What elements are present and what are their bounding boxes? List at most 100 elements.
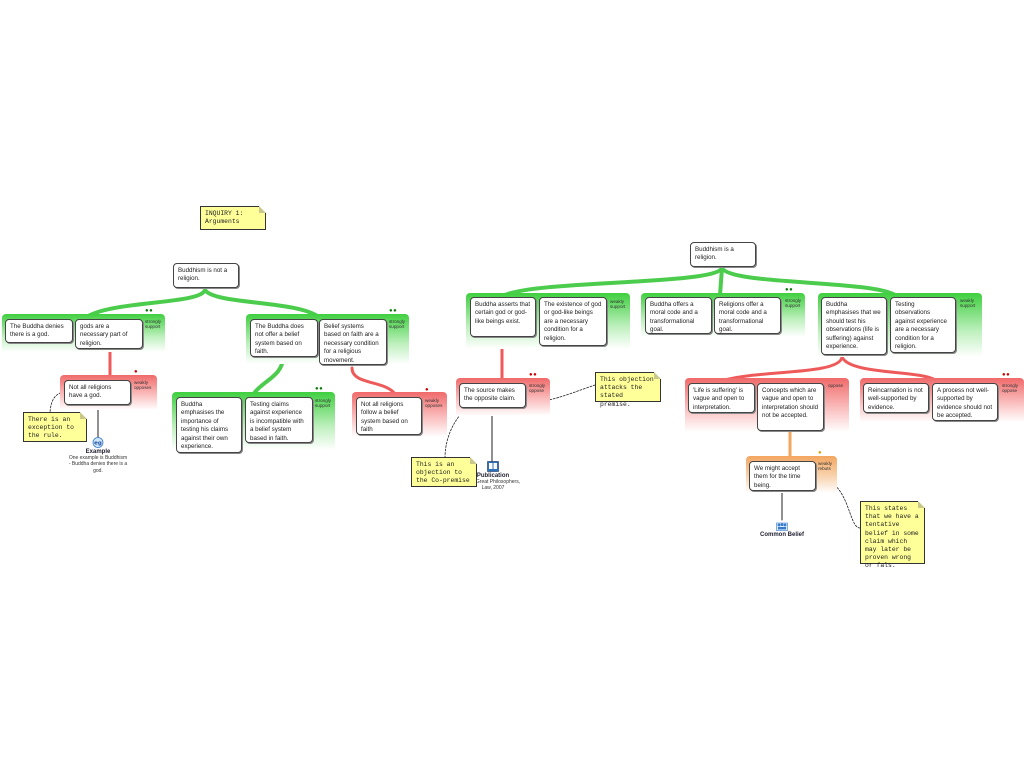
left-note-exception-text: There is an exception to the rule. (28, 416, 75, 440)
left-example-title: Example (85, 449, 111, 455)
right-rebut-1-tag: weakly rebuts (818, 461, 833, 472)
right-support-3-tag: weakly support (960, 298, 976, 309)
right-support-3-premise-text: Buddha emphasises that we should test hi… (826, 301, 881, 351)
right-note-stated[interactable]: This objection attacks the stated premis… (595, 372, 661, 408)
right-note-tentative[interactable]: This states that we have a tentative bel… (860, 501, 925, 569)
connector-right-claim-g2 (718, 266, 724, 297)
note-link-stated (547, 384, 596, 401)
right-oppose-1-premise[interactable]: The source makes the opposite claim. (459, 383, 526, 408)
left-support-1-premise-text: The Buddha denies there is a god. (10, 323, 64, 339)
right-oppose-2-copremise[interactable]: Concepts which are vague and open to int… (757, 383, 824, 431)
left-oppose-2-premise-text: Not all religions follow a belief system… (361, 401, 408, 434)
right-claim-text: Buddhism is a religion. (695, 246, 734, 262)
left-support-1-strength: ●● (145, 308, 154, 314)
right-common-belief-title: Common Belief (759, 532, 804, 538)
right-rebut-1-premise-text: We might accept them for the time being. (754, 465, 801, 489)
left-claim[interactable]: Buddhism is not a religion. (173, 263, 239, 288)
left-support-2-premise[interactable]: The Buddha does not offer a belief syste… (250, 319, 318, 357)
left-support-1-tag: strongly support (145, 319, 162, 330)
right-support-1-copremise-text: The existence of god or god-like beings … (544, 301, 602, 342)
left-oppose-1-strength: ● (134, 369, 139, 375)
book-icon (487, 461, 499, 472)
left-example-resource[interactable]: eg Example One example is Buddhism - Bud… (68, 437, 128, 474)
connector-right-claim-g1 (503, 266, 724, 297)
left-oppose-2-tag: weakly opposes (425, 398, 443, 409)
connector-left-claim-g1 (83, 288, 207, 320)
connector-right-r3 (840, 355, 937, 382)
right-note-stated-text: This objection attacks the stated premis… (600, 376, 654, 408)
connector-right-claim-g3 (720, 266, 897, 297)
left-oppose-1-premise[interactable]: Not all religions have a god. (64, 380, 131, 405)
left-support-2-premise-text: The Buddha does not offer a belief syste… (255, 323, 304, 356)
left-support-3-tag: strongly support (315, 398, 332, 409)
right-note-tentative-text: This states that we have a tentative bel… (865, 505, 919, 570)
inquiry-title: INQUIRY 1: (205, 210, 244, 217)
left-support-2-copremise[interactable]: Belief systems based on faith are a nece… (319, 319, 387, 365)
right-claim[interactable]: Buddhism is a religion. (690, 242, 756, 267)
right-publication-resource[interactable]: Publication The Great Philosophers, Law,… (463, 461, 523, 492)
example-icon: eg (92, 437, 104, 448)
right-oppose-3-copremise[interactable]: A process not well-supported by evidence… (932, 383, 998, 421)
right-oppose-2-premise[interactable]: 'Life is suffering' is vague and open to… (688, 383, 755, 413)
left-support-3-copremise[interactable]: Testing claims against experience is inc… (245, 397, 313, 443)
right-oppose-2-tag: oppose (828, 383, 844, 388)
right-support-1-tag: weakly support (610, 299, 626, 310)
right-oppose-2-premise-text: 'Life is suffering' is vague and open to… (693, 387, 745, 411)
left-oppose-2-premise[interactable]: Not all religions follow a belief system… (356, 397, 422, 435)
right-support-1-premise-text: Buddha asserts that certain god or god-l… (475, 301, 531, 325)
connector-left-claim-g2 (203, 288, 322, 320)
left-claim-text: Buddhism is not a religion. (178, 267, 228, 283)
crowd-icon (776, 522, 788, 531)
left-support-2-copremise-text: Belief systems based on faith are a nece… (324, 323, 379, 364)
right-support-3-copremise-text: Testing observations against experience … (895, 301, 947, 351)
right-support-2-copremise[interactable]: Religions offer a moral code and a trans… (714, 297, 781, 334)
svg-text:eg: eg (94, 441, 102, 447)
right-note-copremise[interactable]: This is an objection to the Co-premise (411, 457, 477, 487)
right-support-3-premise[interactable]: Buddha emphasises that we should test hi… (821, 297, 887, 355)
right-support-2-tag: strongly support (785, 298, 802, 309)
connector-left-r2 (350, 366, 397, 396)
right-oppose-1-strength: ●● (529, 372, 538, 378)
right-rebut-1-strength: ● (818, 450, 823, 456)
inquiry-note[interactable]: INQUIRY 1: Arguments (200, 206, 266, 230)
connector-right-r2 (723, 355, 844, 382)
left-support-3-premise[interactable]: Buddha emphasises the importance of test… (176, 397, 242, 453)
right-support-2-premise-text: Buddha offers a moral code and a transfo… (650, 301, 698, 334)
right-support-2-copremise-text: Religions offer a moral code and a trans… (719, 301, 767, 334)
note-link-copremise (444, 414, 461, 459)
left-support-2-strength: ●● (389, 308, 398, 314)
left-oppose-1-tag: weakly opposes (134, 380, 152, 391)
left-oppose-1-premise-text: Not all religions have a god. (69, 384, 112, 400)
left-support-3-premise-text: Buddha emphasises the importance of test… (181, 401, 229, 451)
left-oppose-2-strength: ● (425, 387, 430, 393)
right-oppose-1-tag: strongly oppose (529, 383, 546, 394)
right-oppose-3-premise-text: Reincarnation is not well-supported by e… (868, 387, 923, 411)
left-note-exception[interactable]: There is an exception to the rule. (23, 412, 87, 442)
right-support-2-strength: ●● (785, 287, 794, 293)
left-support-1-copremise-text: gods are a necessary part of religion. (80, 323, 128, 347)
right-oppose-2-copremise-text: Concepts which are vague and open to int… (762, 387, 819, 420)
left-support-1-copremise[interactable]: gods are a necessary part of religion. (75, 319, 143, 349)
right-oppose-3-premise[interactable]: Reincarnation is not well-supported by e… (863, 383, 929, 413)
right-support-1-premise[interactable]: Buddha asserts that certain god or god-l… (470, 297, 536, 337)
right-publication-text: The Great Philosophers, Law, 2007 (465, 479, 521, 492)
right-support-2-premise[interactable]: Buddha offers a moral code and a transfo… (645, 297, 712, 334)
right-rebut-1-premise[interactable]: We might accept them for the time being. (749, 461, 816, 491)
right-support-1-copremise[interactable]: The existence of god or god-like beings … (539, 297, 607, 346)
right-publication-title: Publication (476, 473, 510, 479)
inquiry-subtitle: Arguments (205, 218, 240, 226)
left-example-text: One example is Buddhism - Buddha denies … (68, 455, 128, 474)
left-support-3-copremise-text: Testing claims against experience is inc… (250, 401, 304, 442)
right-support-3-copremise[interactable]: Testing observations against experience … (890, 297, 956, 353)
left-support-3-strength: ●● (315, 386, 324, 392)
right-common-belief-resource[interactable]: Common Belief (752, 520, 812, 538)
right-oppose-1-premise-text: The source makes the opposite claim. (464, 387, 516, 403)
right-note-copremise-text: This is an objection to the Co-premise (416, 461, 470, 485)
right-oppose-3-tag: strongly oppose (1002, 383, 1019, 394)
left-support-1-premise[interactable]: The Buddha denies there is a god. (5, 319, 73, 343)
right-oppose-3-copremise-text: A process not well-supported by evidence… (937, 387, 993, 420)
right-oppose-3-strength: ●● (1002, 372, 1011, 378)
left-support-2-tag: strongly support (389, 319, 406, 330)
